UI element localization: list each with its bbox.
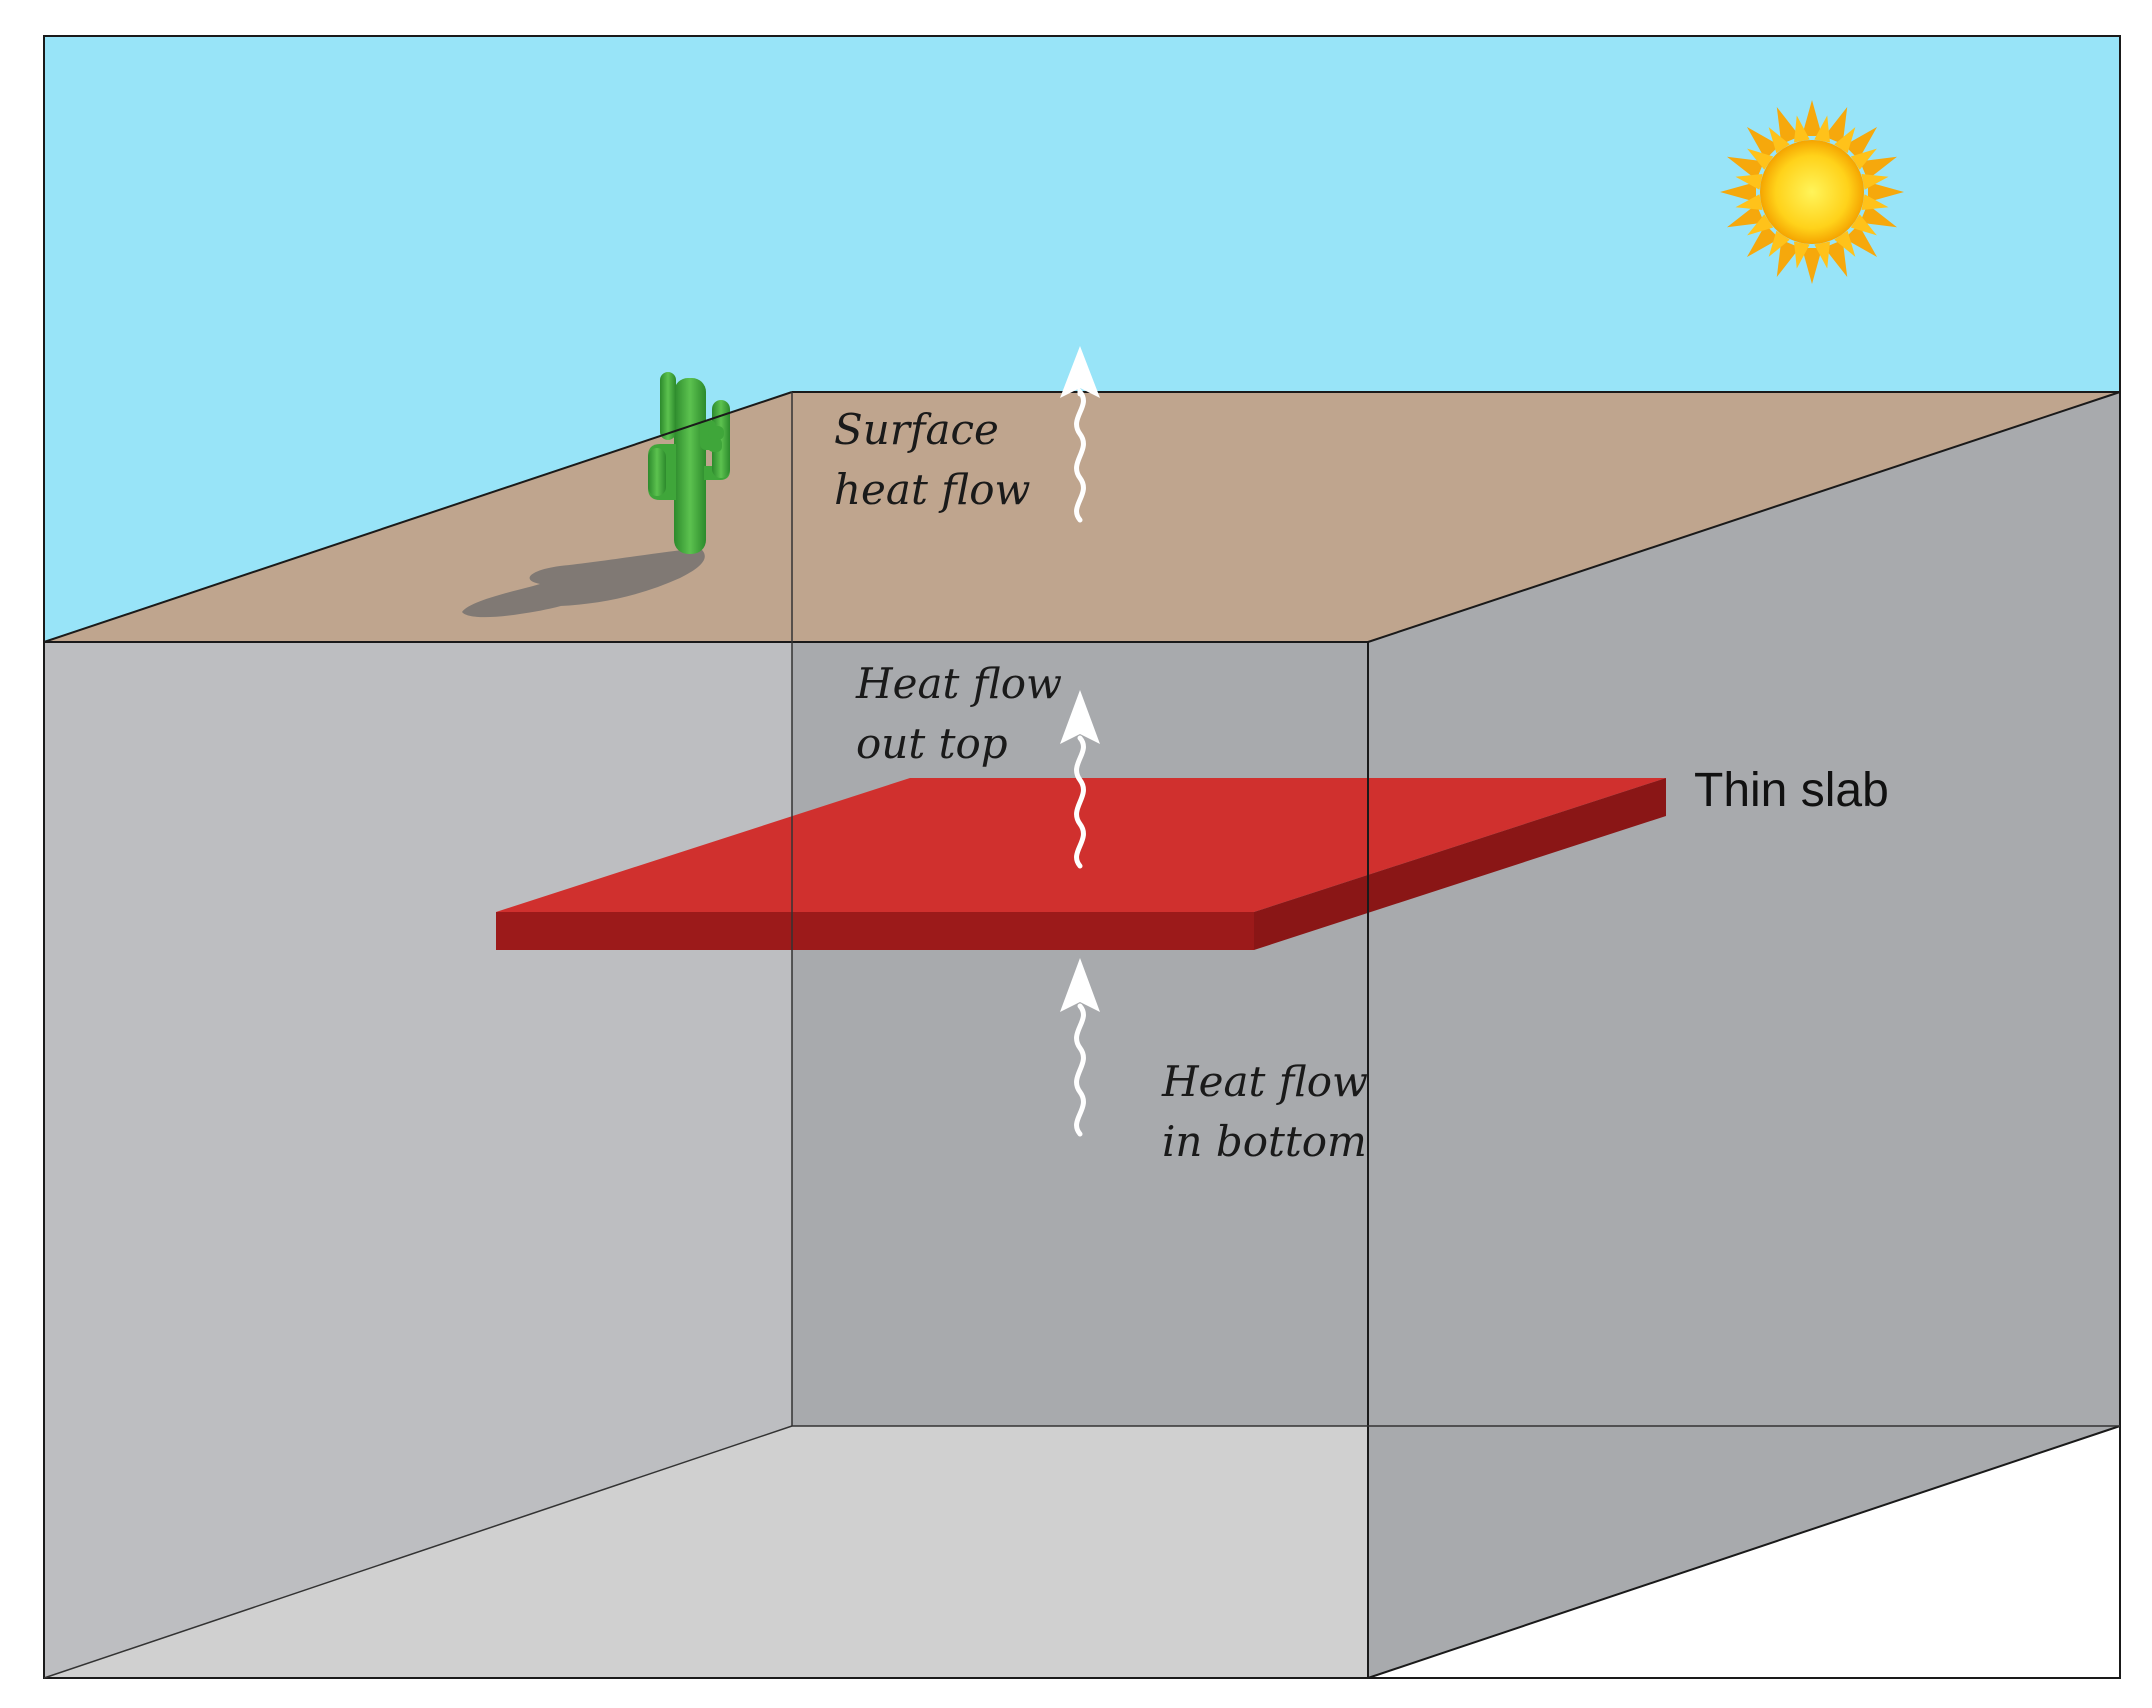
sun-icon [1720,100,1904,284]
surface-heat-flow-label-line2: heat flow [834,465,1030,514]
heat-flow-out-top-label-line1: Heat flow [855,659,1062,708]
surface-heat-arrow-icon [1060,346,1100,523]
heat-flow-out-top-label-line2: out top [856,719,1008,768]
heat-flow-in-bottom-label-line2: in bottom [1162,1117,1367,1166]
bottom-heat-arrow-icon [1060,958,1100,1137]
thin-slab-label: Thin slab [1694,764,1889,817]
back-wall [792,642,1368,1426]
surface-heat-flow-label-line1: Surface [834,405,999,454]
cactus-icon [648,372,730,554]
top-heat-arrow-icon [1060,690,1100,869]
slab-front-edge [496,912,1254,950]
right-wall [1368,392,2120,1678]
cactus-shadow [462,548,705,618]
heat-flow-in-bottom-label-line1: Heat flow [1161,1057,1368,1106]
slab-side-edge [1254,778,1666,950]
box-edges [43,35,2121,1679]
